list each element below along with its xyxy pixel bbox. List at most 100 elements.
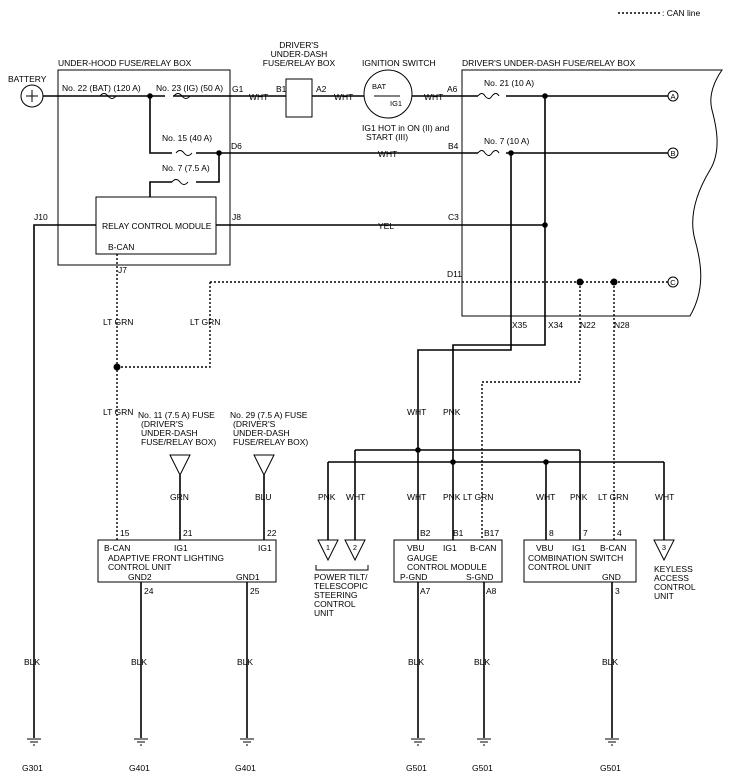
tilt-terminal-1 bbox=[317, 539, 339, 562]
wire-label-blk-1: BLK bbox=[24, 657, 40, 667]
pin-b1: B1 bbox=[276, 84, 287, 94]
connector-b-label: B bbox=[670, 149, 675, 158]
fuse-22-label: No. 22 (BAT) (120 A) bbox=[62, 83, 141, 93]
gauge-bcan: B-CAN bbox=[470, 543, 496, 553]
gauge-pin-b2: B2 bbox=[420, 528, 431, 538]
connector-c bbox=[667, 276, 679, 288]
afl-pin-22: 22 bbox=[267, 528, 277, 538]
ground-label-g401a: G401 bbox=[129, 763, 150, 773]
combo-name-2: CONTROL UNIT bbox=[528, 562, 591, 572]
gauge-name-1: GAUGE bbox=[407, 553, 438, 563]
wire-label-wht-2: WHT bbox=[334, 92, 353, 102]
can-line-legend-label: : CAN line bbox=[662, 8, 701, 18]
can-line-n22-gauge bbox=[481, 282, 581, 540]
fuse-29-label-1: No. 29 (7.5 A) FUSE bbox=[230, 410, 308, 420]
ground-label-g501b: G501 bbox=[472, 763, 493, 773]
wire-label-blu: BLU bbox=[255, 492, 272, 502]
wire-label-wht-4: WHT bbox=[378, 149, 397, 159]
afl-gnd2: GND2 bbox=[128, 572, 152, 582]
pin-n22: N22 bbox=[580, 320, 596, 330]
wire-label-ltgrn-3: LT GRN bbox=[103, 407, 133, 417]
pin-j7: J7 bbox=[118, 265, 127, 275]
tilt-t2: 2 bbox=[353, 543, 357, 552]
ignition-note-2: START (III) bbox=[366, 132, 408, 142]
fuse-23-label: No. 23 (IG) (50 A) bbox=[156, 83, 223, 93]
keyless-name-3: CONTROL bbox=[654, 582, 696, 592]
afl-ig1-a: IG1 bbox=[174, 543, 188, 553]
fuse-29-label-4: FUSE/RELAY BOX) bbox=[233, 437, 308, 447]
keyless-name-4: UNIT bbox=[654, 591, 674, 601]
fuse-21-icon bbox=[477, 93, 500, 99]
junction-a6 bbox=[542, 93, 548, 99]
wire-label-wht-1: WHT bbox=[249, 92, 268, 102]
combo-ig1: IG1 bbox=[572, 543, 586, 553]
wire-label-yel: YEL bbox=[378, 221, 394, 231]
wire-label-pnk-x34: PNK bbox=[443, 407, 461, 417]
pin-d6: D6 bbox=[231, 141, 242, 151]
ground-icon-g301 bbox=[27, 738, 41, 746]
afl-gnd1: GND1 bbox=[236, 572, 260, 582]
afl-pin-21: 21 bbox=[183, 528, 193, 538]
wire-label-grn: GRN bbox=[170, 492, 189, 502]
dash-box-label: DRIVER'S UNDER-DASH FUSE/RELAY BOX bbox=[462, 58, 636, 68]
afl-pin-24: 24 bbox=[144, 586, 154, 596]
combo-pin-4: 4 bbox=[617, 528, 622, 538]
wire-label-blk-3: BLK bbox=[237, 657, 253, 667]
ignition-switch-label: IGNITION SWITCH bbox=[362, 58, 436, 68]
combo-vbu: VBU bbox=[536, 543, 553, 553]
relay-bcan-label: B-CAN bbox=[108, 242, 134, 252]
afl-bcan: B-CAN bbox=[104, 543, 130, 553]
wire-j10-g301 bbox=[33, 224, 96, 738]
junction-b4 bbox=[508, 150, 514, 156]
under-hood-box-label: UNDER-HOOD FUSE/RELAY BOX bbox=[58, 58, 192, 68]
wire-label-wht-combo: WHT bbox=[536, 492, 555, 502]
fuse-15-label: No. 15 (40 A) bbox=[162, 133, 212, 143]
wire-label-ltgrn-gauge: LT GRN bbox=[463, 492, 493, 502]
connector-c-label: C bbox=[670, 278, 676, 287]
ignition-ig1-label: IG1 bbox=[390, 99, 402, 108]
wire-label-blk-5: BLK bbox=[474, 657, 490, 667]
small-dash-box-label-3: FUSE/RELAY BOX bbox=[263, 58, 336, 68]
combo-pin-3: 3 bbox=[615, 586, 620, 596]
wire-label-blk-6: BLK bbox=[602, 657, 618, 667]
pin-a2: A2 bbox=[316, 84, 327, 94]
fuse-29-label-3: UNDER-DASH bbox=[233, 428, 290, 438]
wire-x34-pnk bbox=[452, 96, 546, 462]
afl-pin-25: 25 bbox=[250, 586, 260, 596]
pin-x35: X35 bbox=[512, 320, 527, 330]
afl-name-2: CONTROL UNIT bbox=[108, 562, 171, 572]
wire-x35-wht bbox=[417, 153, 512, 540]
wire-label-pnk-tilt1: PNK bbox=[318, 492, 336, 502]
connector-a-label: A bbox=[670, 92, 675, 101]
combo-gnd: GND bbox=[602, 572, 621, 582]
wire-label-wht-3: WHT bbox=[424, 92, 443, 102]
pin-b4: B4 bbox=[448, 141, 459, 151]
gauge-control-module bbox=[393, 539, 503, 583]
fuse-11-label-4: FUSE/RELAY BOX) bbox=[141, 437, 216, 447]
gauge-pin-b17: B17 bbox=[484, 528, 499, 538]
connector-b bbox=[667, 147, 679, 159]
combo-pin-8: 8 bbox=[549, 528, 554, 538]
fuse-7-10-icon bbox=[477, 150, 500, 156]
combination-switch-control-unit bbox=[523, 539, 637, 583]
pin-j8: J8 bbox=[232, 212, 241, 222]
gauge-name-2: CONTROL MODULE bbox=[407, 562, 487, 572]
pin-g1: G1 bbox=[232, 84, 244, 94]
wire-label-ltgrn-1: LT GRN bbox=[103, 317, 133, 327]
tilt-t1: 1 bbox=[326, 543, 330, 552]
gauge-vbu: VBU bbox=[407, 543, 424, 553]
wire-label-wht-x35: WHT bbox=[407, 407, 426, 417]
gauge-sgnd: S-GND bbox=[466, 572, 493, 582]
ground-icon-g501a bbox=[411, 738, 425, 746]
pin-c3: C3 bbox=[448, 212, 459, 222]
tilt-name-3: STEERING bbox=[314, 590, 357, 600]
fuse-11-label-1: No. 11 (7.5 A) FUSE bbox=[138, 410, 215, 420]
pin-a6: A6 bbox=[447, 84, 458, 94]
keyless-name-2: ACCESS bbox=[654, 573, 689, 583]
keyless-terminal-3 bbox=[653, 539, 675, 562]
gauge-pin-a7: A7 bbox=[420, 586, 431, 596]
gauge-pgnd: P-GND bbox=[400, 572, 427, 582]
wire-label-blk-4: BLK bbox=[408, 657, 424, 667]
fuse-22-icon bbox=[99, 93, 117, 99]
